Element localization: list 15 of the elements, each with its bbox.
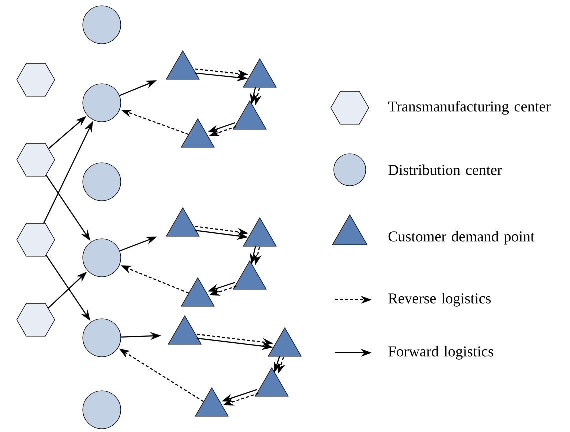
hexagon-node (16, 63, 56, 97)
legend-label: Forward logistics (388, 346, 494, 360)
hexagon-node (16, 223, 56, 257)
circle-node (82, 84, 122, 122)
legend-label: Customer demand point (388, 231, 535, 245)
legend-label: Reverse logistics (388, 293, 491, 307)
hexagon-node (16, 303, 56, 337)
circle-node (82, 390, 122, 430)
hexagon-node (16, 143, 56, 177)
circle-node (82, 238, 122, 278)
circle-node (82, 6, 122, 44)
circle-node (82, 318, 122, 358)
legend-label: Distribution center (388, 164, 502, 176)
legend-label: Transmanufacturing center (388, 101, 551, 115)
circle-node (82, 162, 122, 202)
